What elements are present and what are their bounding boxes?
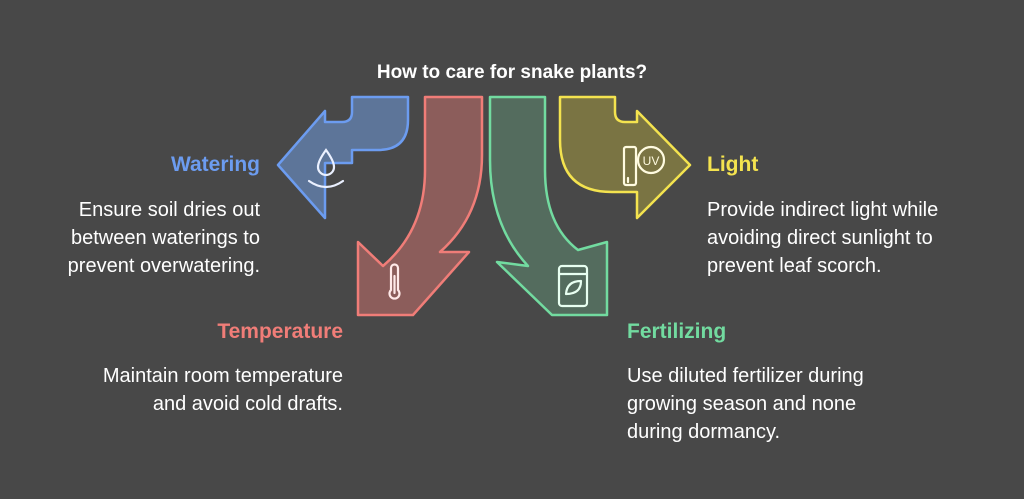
watering-line: Ensure soil dries out [78, 199, 260, 221]
watering-description: Ensure soil dries out between waterings … [20, 196, 260, 280]
fertilizing-description: Use diluted fertilizer during growing se… [627, 362, 957, 446]
watering-heading: Watering [170, 153, 260, 176]
fertilizing-arrow [488, 95, 609, 317]
temperature-line: Maintain room temperature [102, 365, 343, 387]
svg-text:UV: UV [643, 154, 660, 168]
fertilizing-heading: Fertilizing [627, 320, 727, 343]
thermometer-icon [388, 263, 401, 300]
light-line: Provide indirect light while [707, 199, 939, 221]
watering-arrow [276, 95, 410, 220]
light-line: prevent leaf scorch. [707, 255, 882, 277]
fertilizer-bag-icon [557, 264, 589, 308]
temperature-description: Maintain room temperature and avoid cold… [43, 362, 343, 418]
watering-line: prevent overwatering. [67, 255, 260, 277]
light-line: avoiding direct sunlight to [707, 227, 933, 249]
page-title: How to care for snake plants? [376, 62, 648, 83]
light-heading: Light [707, 153, 759, 176]
uv-lamp-icon: UV [622, 145, 666, 187]
fertilizing-line: Use diluted fertilizer during [627, 365, 864, 387]
watering-line: between waterings to [70, 227, 260, 249]
fertilizing-line: growing season and none [627, 393, 857, 415]
fertilizing-line: during dormancy. [627, 421, 781, 443]
temperature-heading: Temperature [217, 320, 343, 343]
light-description: Provide indirect light while avoiding di… [707, 196, 1007, 280]
light-arrow: UV [558, 95, 692, 220]
temperature-line: and avoid cold drafts. [152, 393, 343, 415]
temperature-arrow [356, 95, 484, 317]
water-drop-icon [307, 148, 345, 189]
